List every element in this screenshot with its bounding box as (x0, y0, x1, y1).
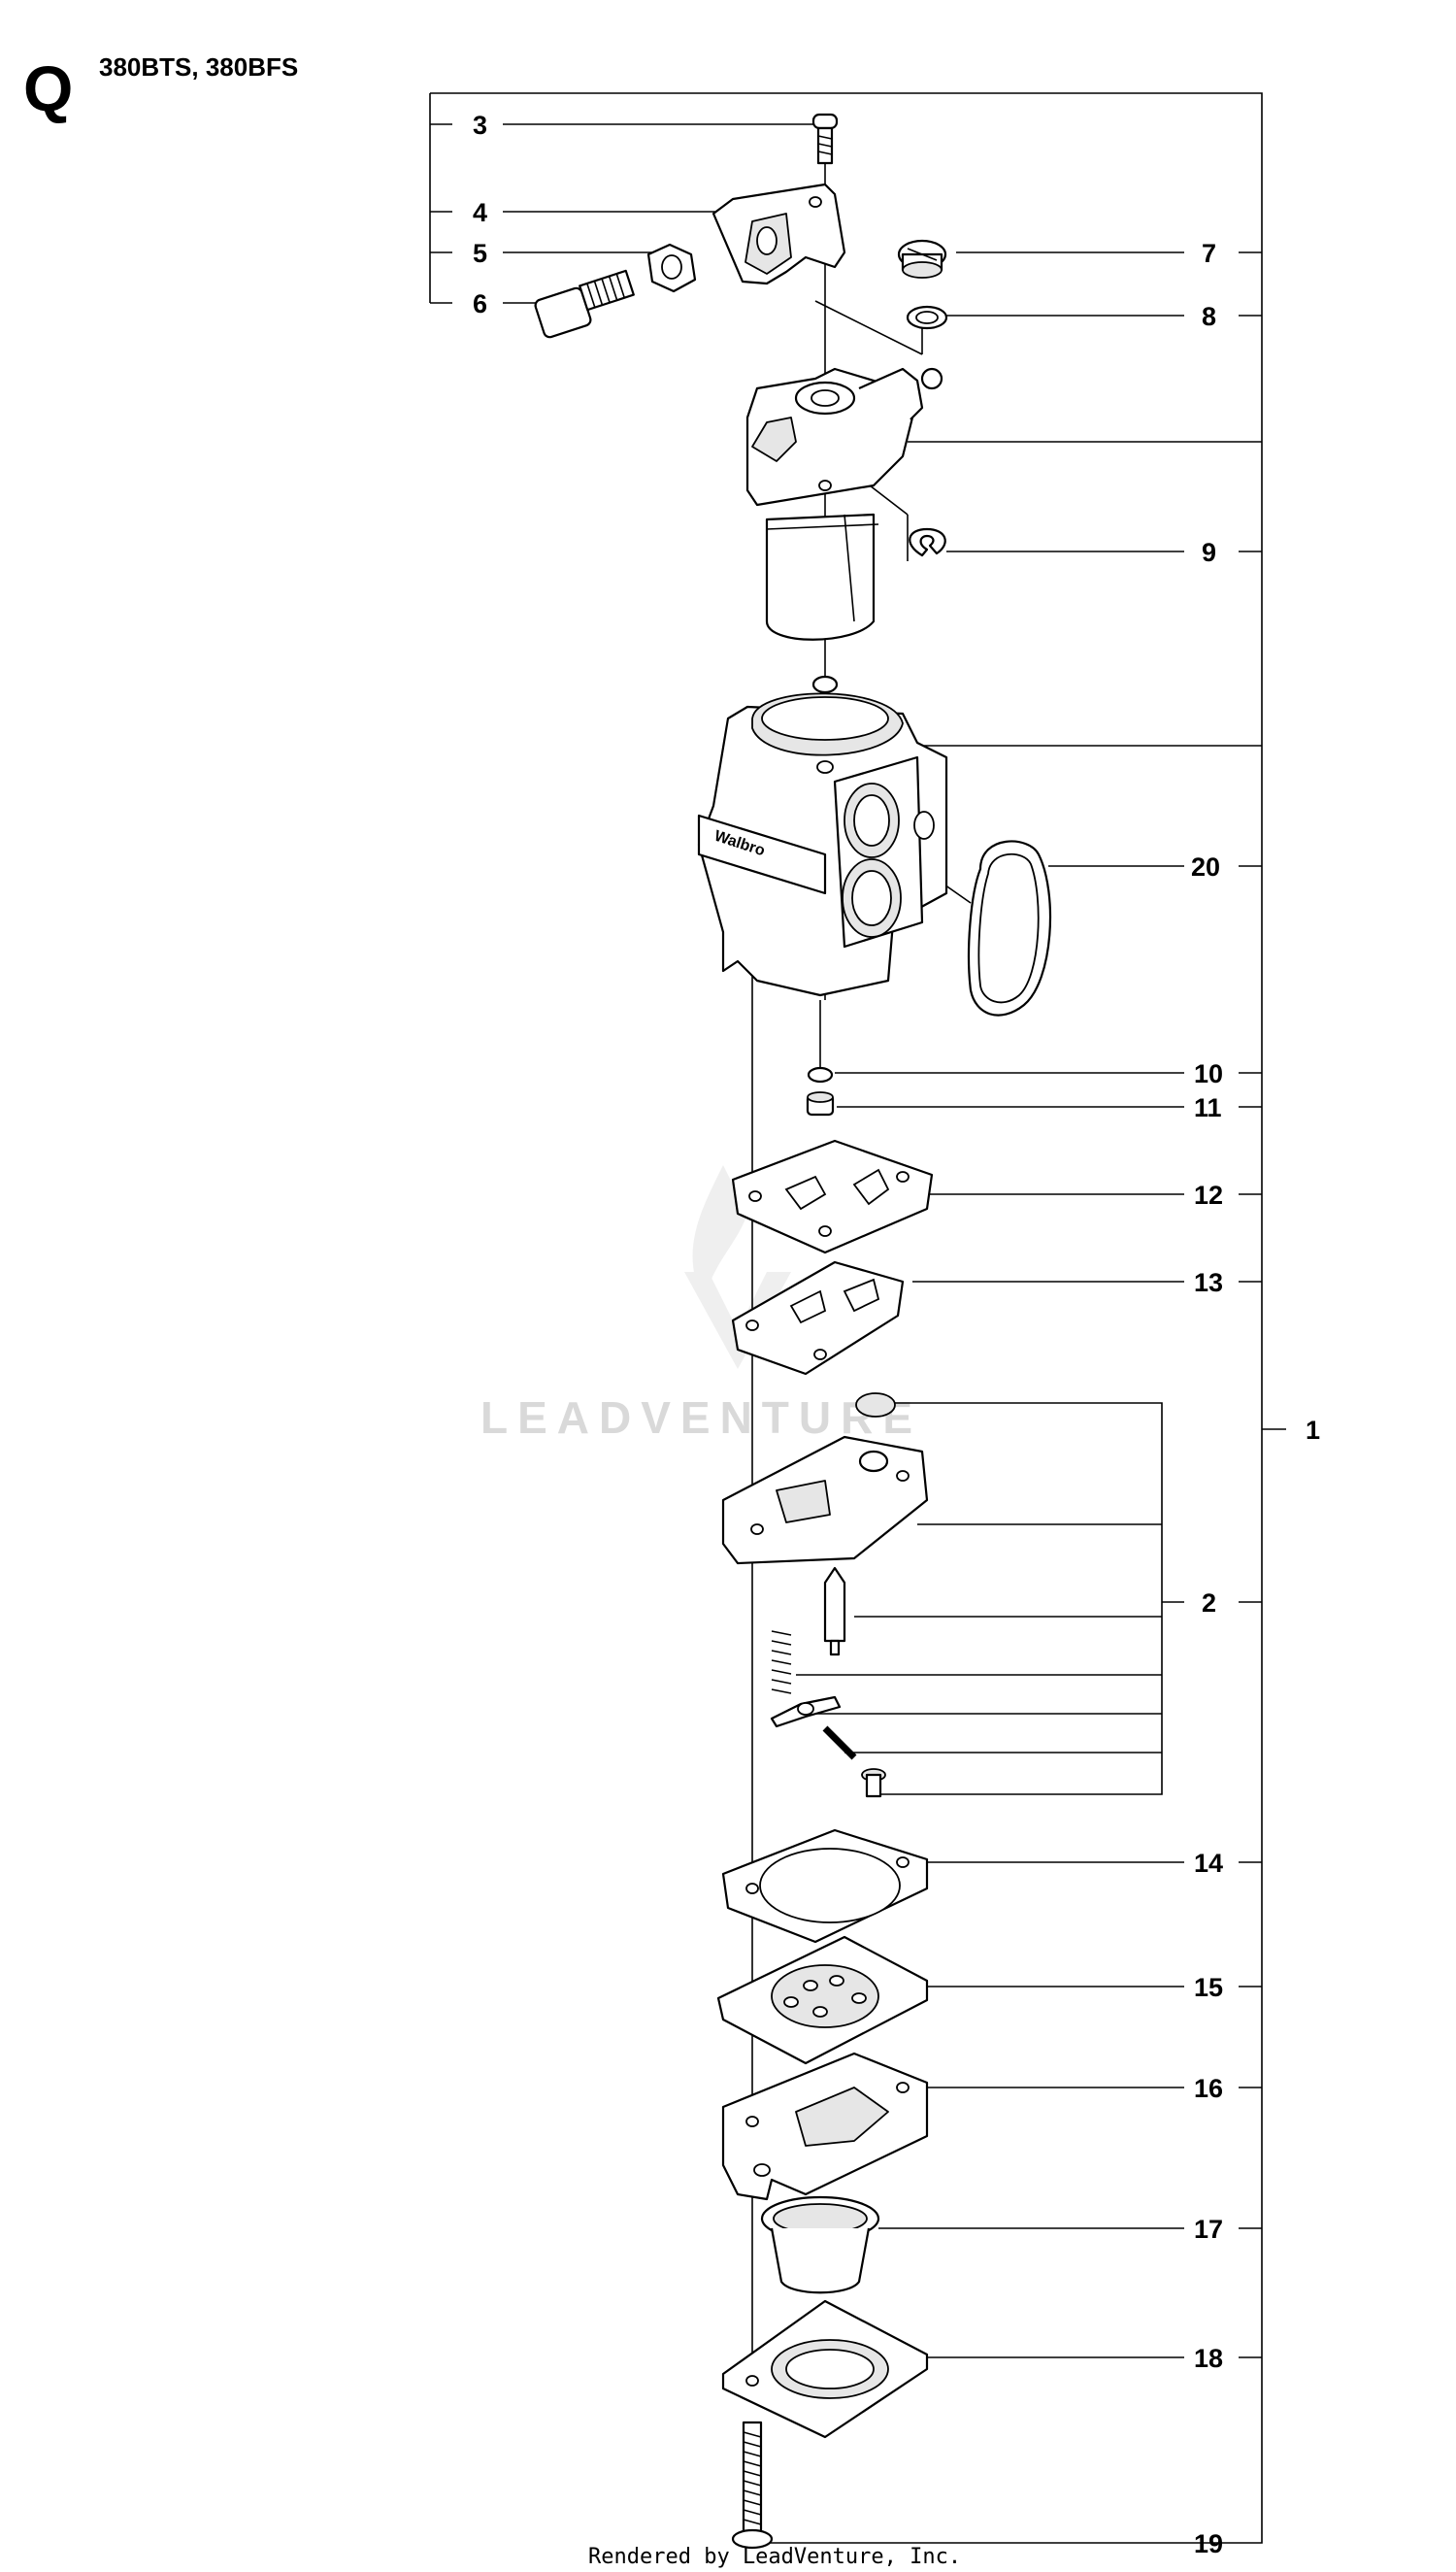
part-14-gasket (721, 1828, 929, 1944)
callout-11: 11 (1194, 1093, 1222, 1122)
part-3-screw (811, 113, 839, 165)
part-18-retainer-plate (721, 2299, 929, 2439)
part-8-washer (906, 305, 948, 330)
part-2-pin (822, 1725, 857, 1760)
callout-14: 14 (1194, 1849, 1223, 1878)
callout-4: 4 (473, 198, 487, 227)
callout-5: 5 (473, 239, 487, 268)
throttle-barrel-assembly (745, 367, 943, 641)
callout-8: 8 (1202, 302, 1216, 331)
callout-7: 7 (1202, 239, 1216, 268)
model-title: 380BTS, 380BFS (99, 52, 298, 82)
part-19-long-screw (731, 2421, 774, 2550)
part-2-lever (770, 1695, 842, 1728)
watermark-text: LEADVENTURE (480, 1392, 922, 1443)
callout-19: 19 (1194, 2529, 1223, 2558)
part-5-nut (646, 243, 697, 293)
callout-13: 13 (1194, 1268, 1223, 1297)
part-13-gasket (731, 1260, 905, 1376)
part-11-plug (806, 1091, 835, 1117)
part-10-o-ring (807, 1066, 834, 1084)
callout-labels: 3 4 5 6 7 8 9 20 10 11 12 13 1 2 14 15 1… (473, 111, 1320, 2558)
part-16-pump-cover (721, 2052, 929, 2201)
part-15-diaphragm (716, 1935, 929, 2065)
part-2-spring (771, 1630, 792, 1694)
footer-credit: Rendered by LeadVenture, Inc. (588, 2545, 961, 2569)
part-12-gasket (731, 1139, 934, 1254)
callout-16: 16 (1194, 2074, 1223, 2103)
part-4-bracket (711, 183, 846, 285)
callout-17: 17 (1194, 2215, 1223, 2244)
part-9-clip (909, 527, 946, 557)
part-2-metering-body (721, 1392, 929, 1565)
callout-9: 9 (1202, 538, 1216, 567)
part-2-screw (861, 1768, 886, 1798)
part-17-primer-bulb (760, 2195, 880, 2294)
part-2-needle (823, 1566, 846, 1656)
part-20-gasket (967, 840, 1052, 1017)
part-6-adjusting-screw (534, 269, 635, 339)
callout-18: 18 (1194, 2344, 1223, 2373)
leader-lines (429, 92, 1286, 2544)
callout-15: 15 (1194, 1973, 1223, 2002)
callout-12: 12 (1194, 1181, 1223, 1210)
carburetor-body: Walbro (697, 675, 948, 997)
callout-6: 6 (473, 289, 487, 318)
part-7-screw (897, 239, 947, 279)
callout-20: 20 (1191, 852, 1220, 882)
callout-3: 3 (473, 111, 487, 140)
callout-2: 2 (1202, 1588, 1216, 1618)
section-letter: Q (23, 52, 73, 124)
leadventure-watermark-logo (684, 1165, 791, 1369)
callout-10: 10 (1194, 1059, 1223, 1088)
callout-1: 1 (1306, 1416, 1320, 1445)
